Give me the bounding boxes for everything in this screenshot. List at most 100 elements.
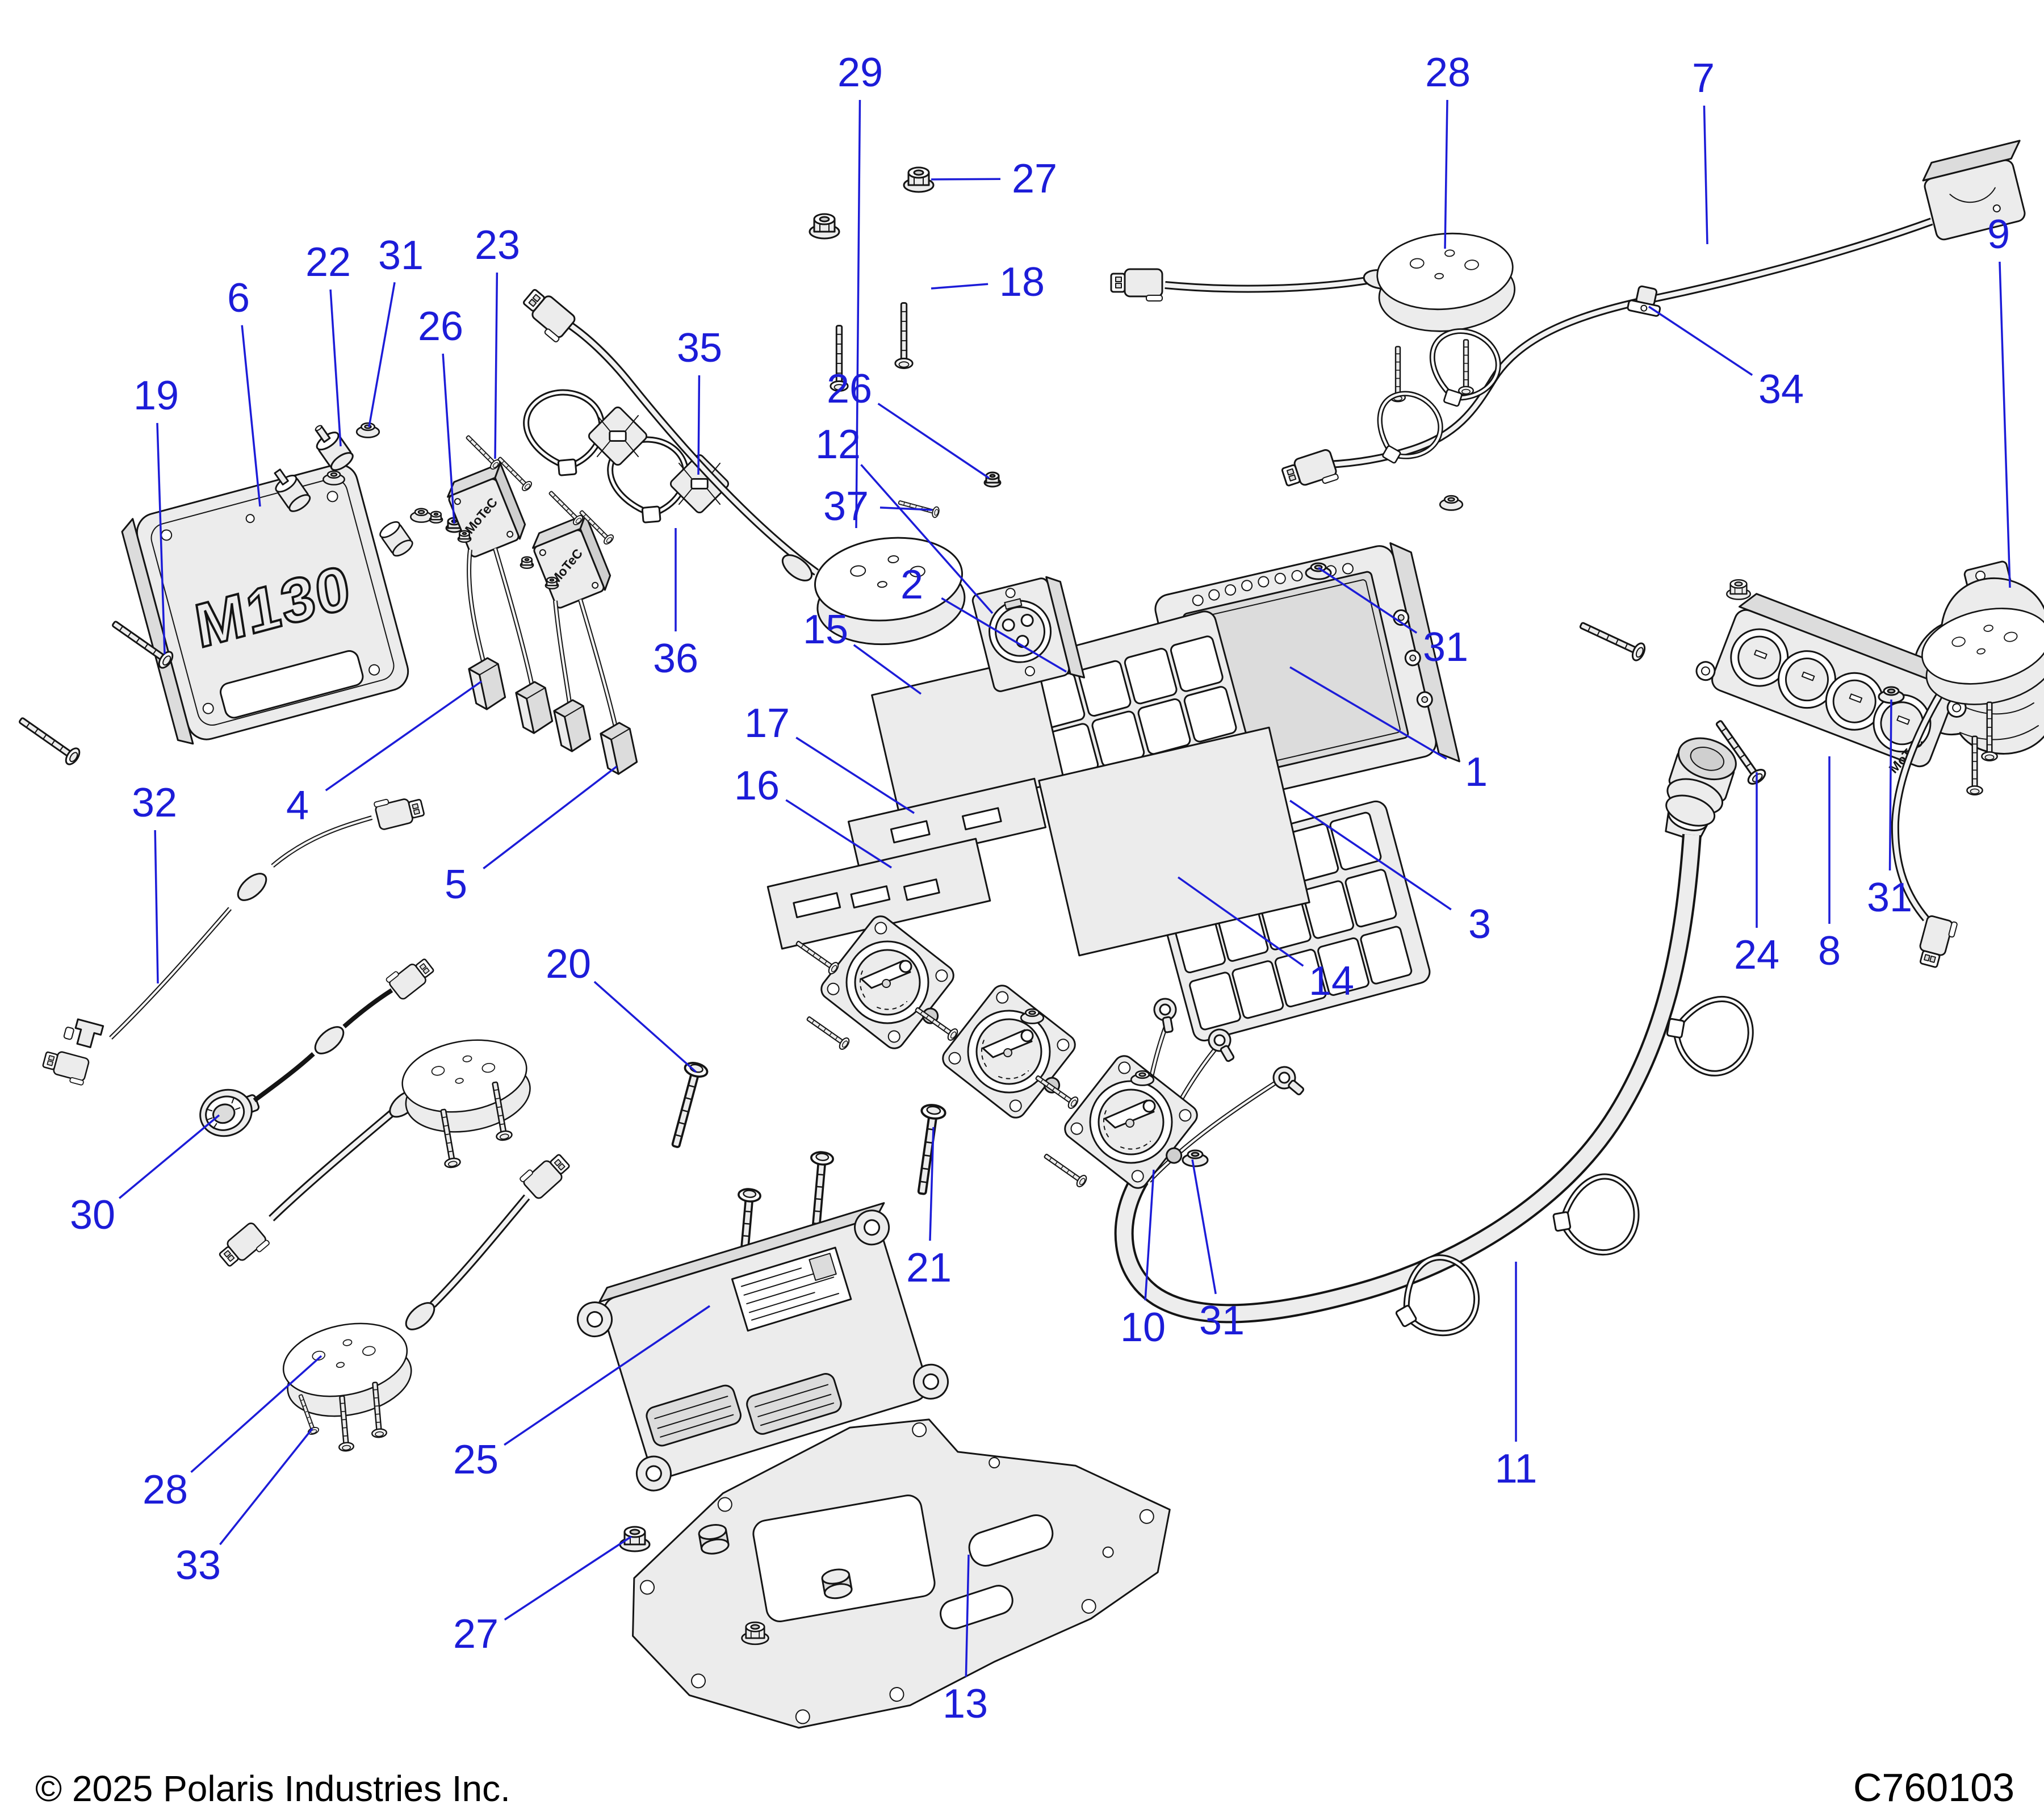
splitter-cable-3-hl — [554, 600, 571, 707]
callout-13: 13 — [943, 1681, 988, 1727]
screw-18-a — [894, 302, 914, 369]
callout-31: 31 — [1867, 875, 1912, 920]
keypad-8-keys — [1032, 635, 1237, 780]
washer-31-display-b — [1439, 495, 1464, 511]
flange-nut-27-bottom — [619, 1526, 651, 1552]
callout-35: 35 — [677, 325, 722, 371]
m130-module-art: M130 — [121, 463, 409, 745]
ecu-connector-a — [646, 1384, 742, 1447]
ecu-art — [577, 1202, 949, 1492]
leader-line-28 — [1444, 99, 1448, 249]
pod-mid-connector — [215, 1220, 271, 1274]
callout-37: 37 — [823, 484, 869, 529]
cable32-wire-hl — [110, 817, 372, 1039]
leader-line-26 — [442, 353, 455, 524]
leader-line-28 — [190, 1355, 322, 1473]
leader-line-22 — [329, 289, 342, 447]
splitter-cable-2-hl — [494, 548, 534, 689]
decal-strip-16 — [767, 838, 991, 950]
box-connector-1 — [466, 655, 508, 712]
isolator-mount-a — [315, 425, 354, 471]
antenna-cable-7-hl — [1328, 219, 1933, 467]
screw-19-b — [14, 711, 83, 768]
splitter-box-b: MoTeC — [532, 513, 611, 609]
callout-18: 18 — [999, 259, 1045, 305]
callout-23: 23 — [475, 223, 520, 268]
callout-31: 31 — [1199, 1298, 1245, 1343]
callout-15: 15 — [803, 607, 848, 652]
leader-line-32 — [154, 830, 159, 984]
callout-31: 31 — [378, 233, 424, 278]
pod-right-connector — [1915, 914, 1959, 971]
callout-24: 24 — [1734, 932, 1779, 978]
leader-line-20 — [593, 981, 697, 1073]
leader-line-33 — [219, 1427, 313, 1546]
callout-4: 4 — [286, 783, 309, 828]
callout-21: 21 — [906, 1245, 952, 1291]
pod28-cable-hl — [1165, 277, 1375, 291]
bracket-art — [632, 1418, 1171, 1729]
callout-22: 22 — [305, 240, 351, 285]
callout-17: 17 — [744, 701, 790, 746]
leader-line-23 — [494, 272, 499, 459]
bracket-post-a — [698, 1524, 730, 1555]
ecu-ears — [577, 1209, 949, 1492]
leader-line-34 — [1648, 305, 1753, 376]
callout-34: 34 — [1758, 367, 1804, 412]
callout-25: 25 — [453, 1437, 499, 1483]
button-cable — [253, 988, 393, 1103]
callout-2: 2 — [900, 562, 923, 608]
flange-nut-27-a — [903, 166, 935, 193]
callout-36: 36 — [653, 636, 698, 681]
pdm-block-art: MoTeC — [1695, 593, 1975, 776]
callout-27: 27 — [1012, 156, 1057, 202]
nut-26-d — [544, 576, 559, 590]
pod28-connector — [1110, 268, 1163, 302]
nut-26-c — [520, 556, 534, 569]
screw-21-a — [793, 936, 841, 976]
display-led-row — [1192, 563, 1354, 606]
flange-nut-27-b — [809, 213, 840, 240]
splitter-cable-4-hl — [579, 599, 618, 732]
screw-21-b — [803, 1012, 852, 1052]
screw-21-long — [909, 1102, 948, 1197]
leader-line-27 — [504, 1535, 632, 1621]
screw-37 — [897, 496, 941, 519]
washer-31-a — [355, 422, 380, 438]
button-connector — [384, 952, 437, 1002]
callout-32: 32 — [132, 780, 177, 826]
callout-26: 26 — [418, 304, 463, 349]
leader-line-10 — [1144, 1169, 1155, 1301]
callout-27: 27 — [453, 1611, 499, 1657]
decal-sheet-14 — [1038, 726, 1310, 957]
leader-line-17 — [795, 736, 915, 814]
leader-line-12 — [860, 464, 994, 614]
cable32-end-plug — [40, 1047, 91, 1086]
ecu-connector-b — [746, 1373, 842, 1435]
pdm-screw-upper — [1576, 616, 1648, 663]
ring-terminal-3 — [1268, 1061, 1310, 1102]
leader-line-31 — [1888, 699, 1892, 871]
box-connector-4 — [598, 720, 640, 777]
washer-31-c — [410, 508, 433, 523]
leader-line-29 — [855, 99, 861, 529]
push-button-art — [199, 1088, 260, 1137]
cable32-wire — [109, 815, 373, 1040]
leader-line-21 — [929, 1127, 935, 1241]
loom-branch-3-hl — [1148, 1081, 1278, 1182]
leader-line-18 — [931, 283, 989, 290]
cable32-ferrule — [232, 868, 272, 906]
callout-31: 31 — [1423, 625, 1468, 670]
pod29-connector — [516, 284, 578, 344]
leader-line-19 — [156, 422, 166, 655]
screw-21-e — [1041, 1149, 1089, 1189]
callout-19: 19 — [133, 373, 179, 418]
antenna-module-art — [1922, 140, 2026, 241]
leader-line-25 — [504, 1305, 710, 1446]
leader-line-37 — [879, 506, 933, 511]
leader-line-26 — [877, 403, 990, 479]
callout-29: 29 — [837, 50, 883, 95]
circuit-breaker-2 — [937, 980, 1090, 1130]
